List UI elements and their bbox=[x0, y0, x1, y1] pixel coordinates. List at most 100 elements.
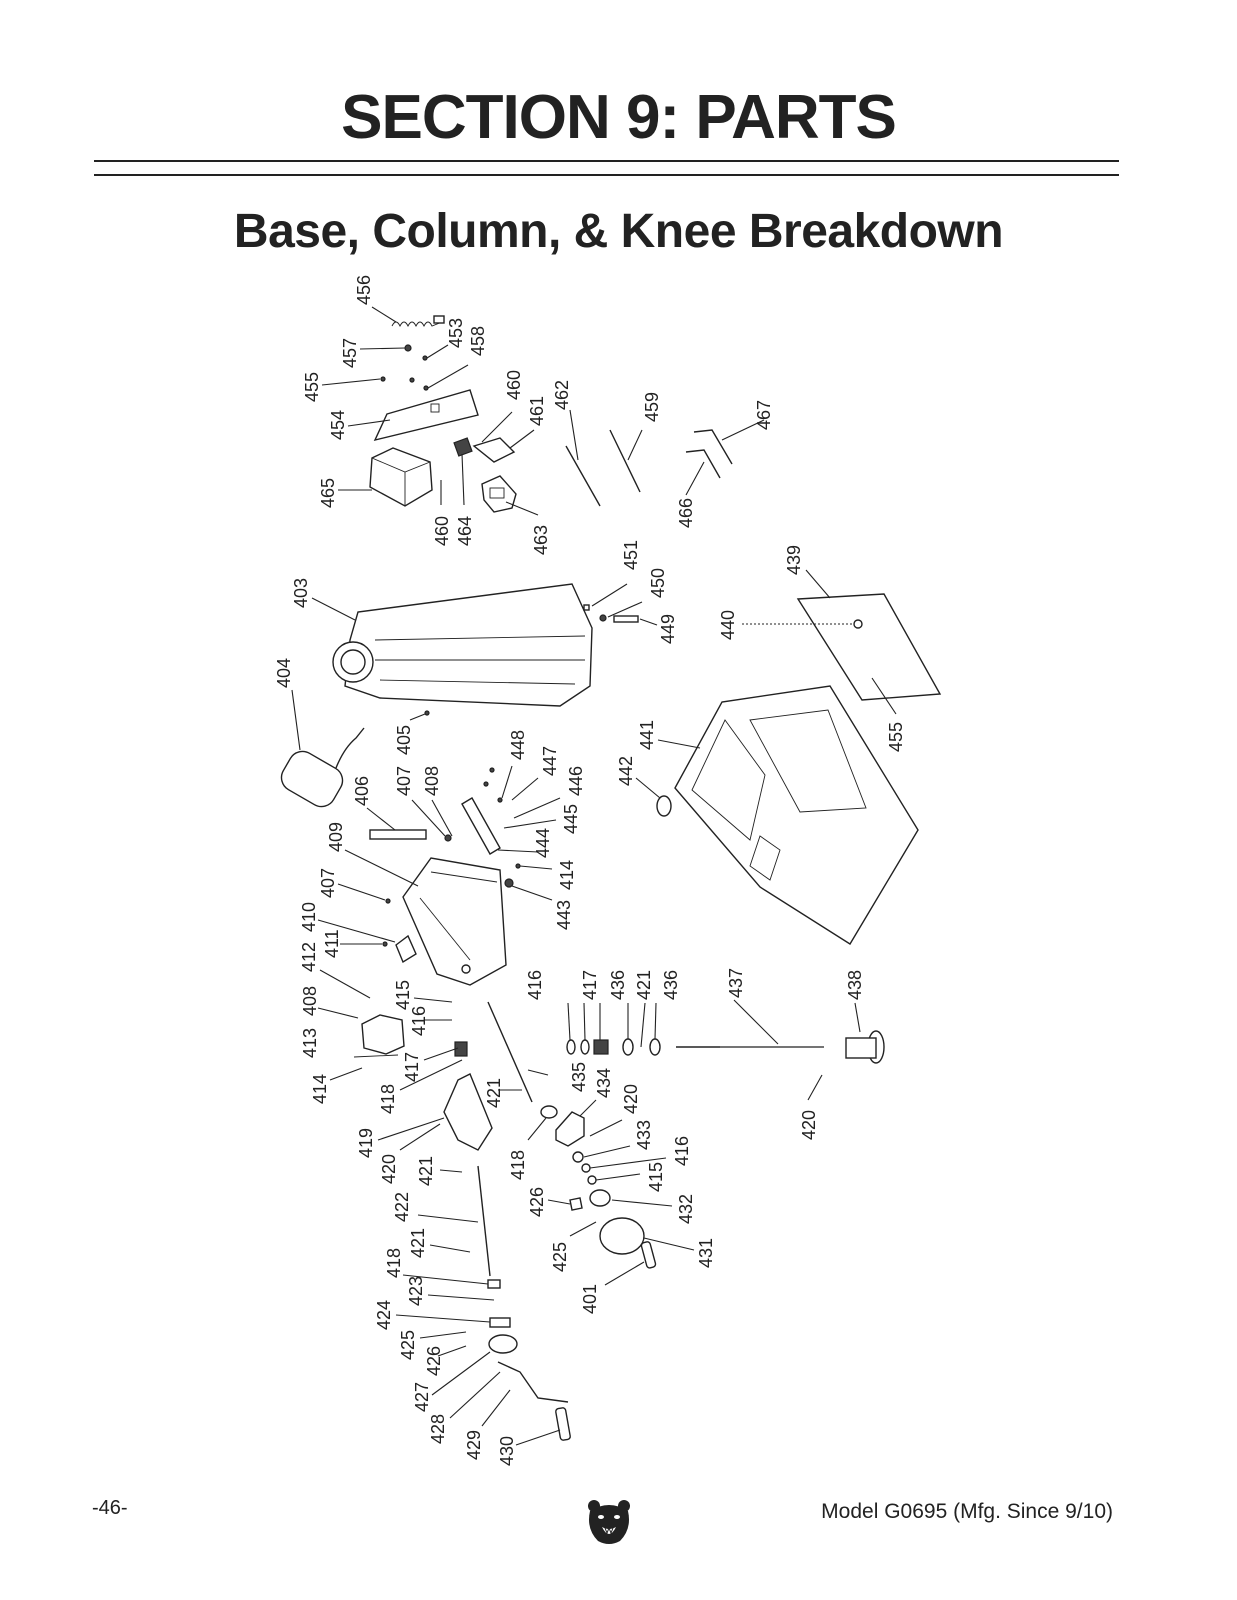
callout-434: 434 bbox=[594, 1068, 614, 1098]
callout-423: 423 bbox=[406, 1276, 426, 1306]
block-413-drawing bbox=[353, 1014, 405, 1058]
callout-416-c: 416 bbox=[672, 1136, 692, 1166]
screw-414-drawing bbox=[515, 863, 521, 869]
knob-426b-drawing bbox=[569, 1197, 583, 1211]
callout-455-b: 455 bbox=[886, 722, 906, 752]
callout-460: 460 bbox=[504, 370, 524, 400]
callout-458: 458 bbox=[468, 326, 488, 356]
callout-442: 442 bbox=[616, 756, 636, 786]
motor-404-drawing bbox=[280, 727, 365, 808]
handle-430-drawing bbox=[555, 1407, 571, 1441]
callout-416: 416 bbox=[525, 970, 545, 1000]
callout-418-b: 418 bbox=[508, 1150, 528, 1180]
screw-455-drawing bbox=[380, 376, 386, 382]
bracket-438-drawing bbox=[845, 1030, 885, 1064]
callout-425: 425 bbox=[550, 1242, 570, 1272]
callout-418-c: 418 bbox=[384, 1248, 404, 1278]
callout-412: 412 bbox=[299, 942, 319, 972]
callout-444: 444 bbox=[533, 828, 553, 858]
callout-457: 457 bbox=[340, 338, 360, 368]
callout-447: 447 bbox=[540, 746, 560, 776]
coil-cord-drawing bbox=[391, 315, 445, 328]
callout-403: 403 bbox=[291, 578, 311, 608]
callout-466: 466 bbox=[676, 498, 696, 528]
control-plate-454-drawing bbox=[373, 389, 479, 442]
housing-434-drawing bbox=[555, 1111, 585, 1147]
gear-433-drawing bbox=[572, 1151, 584, 1163]
switch-box-465-drawing bbox=[369, 447, 433, 507]
callout-415: 415 bbox=[393, 980, 413, 1010]
bear-logo-icon bbox=[588, 1500, 630, 1544]
callout-414-b: 414 bbox=[310, 1074, 330, 1104]
callout-413: 413 bbox=[300, 1028, 320, 1058]
bearing-417-drawing bbox=[593, 1039, 609, 1055]
callout-419: 419 bbox=[356, 1128, 376, 1158]
model-footer: Model G0695 (Mfg. Since 9/10) bbox=[821, 1500, 1113, 1523]
washer-416b-drawing bbox=[581, 1163, 591, 1173]
plate-410-drawing bbox=[395, 934, 417, 964]
callout-451: 451 bbox=[621, 540, 641, 570]
callout-459: 459 bbox=[642, 392, 662, 422]
callout-462: 462 bbox=[552, 380, 572, 410]
washer-450-drawing bbox=[599, 614, 607, 622]
callout-426: 426 bbox=[527, 1187, 547, 1217]
callout-428: 428 bbox=[428, 1414, 448, 1444]
screw-458b-drawing bbox=[423, 385, 429, 391]
bearing-436b-drawing bbox=[649, 1038, 661, 1056]
screw-408-drawing bbox=[444, 834, 452, 842]
callout-448: 448 bbox=[508, 730, 528, 760]
callout-427: 427 bbox=[412, 1382, 432, 1412]
leader-lines bbox=[291, 306, 897, 1446]
callout-420-b: 420 bbox=[799, 1110, 819, 1140]
nut-415-drawing bbox=[566, 1039, 576, 1055]
callout-408-b: 408 bbox=[300, 986, 320, 1016]
callout-441: 441 bbox=[637, 720, 657, 750]
part-drawings bbox=[280, 315, 942, 1441]
callout-405: 405 bbox=[394, 725, 414, 755]
callout-430: 430 bbox=[497, 1436, 517, 1466]
callout-454: 454 bbox=[328, 410, 348, 440]
dial-427-drawing bbox=[488, 1334, 518, 1354]
callout-420: 420 bbox=[621, 1084, 641, 1114]
callout-408: 408 bbox=[422, 766, 442, 796]
screw-411-drawing bbox=[382, 941, 388, 947]
handle-401-drawing bbox=[640, 1241, 657, 1269]
header-rule-top bbox=[94, 160, 1119, 162]
base-441-drawing bbox=[674, 685, 919, 945]
callout-436-b: 436 bbox=[661, 970, 681, 1000]
callout-449: 449 bbox=[658, 614, 678, 644]
callout-404: 404 bbox=[274, 658, 294, 688]
callout-422: 422 bbox=[392, 1192, 412, 1222]
callout-415-b: 415 bbox=[646, 1162, 666, 1192]
callout-431: 431 bbox=[696, 1238, 716, 1268]
callout-450: 450 bbox=[648, 568, 668, 598]
cover-plate-439-drawing bbox=[796, 593, 942, 701]
callout-464: 464 bbox=[455, 516, 475, 546]
wire-459-drawing bbox=[609, 429, 641, 493]
screw-451-drawing bbox=[583, 604, 590, 611]
callout-401: 401 bbox=[580, 1284, 600, 1314]
callout-labels: 456 457 453 458 455 454 460 461 462 459 … bbox=[274, 275, 906, 1466]
callout-461: 461 bbox=[527, 396, 547, 426]
callout-426-b: 426 bbox=[424, 1346, 444, 1376]
bracket-419-drawing bbox=[443, 1073, 493, 1151]
screw-448-drawing bbox=[497, 797, 503, 803]
callout-460-b: 460 bbox=[432, 516, 452, 546]
callout-467: 467 bbox=[754, 400, 774, 430]
callout-436: 436 bbox=[608, 970, 628, 1000]
callout-440: 440 bbox=[718, 610, 738, 640]
terminal-464-drawing bbox=[453, 437, 473, 457]
screw-458a-drawing bbox=[409, 377, 415, 383]
handwheel-431-drawing bbox=[599, 1217, 645, 1255]
header-rule-bottom bbox=[94, 174, 1119, 176]
callout-424: 424 bbox=[374, 1300, 394, 1330]
callout-407-b: 407 bbox=[318, 868, 338, 898]
crank-428-drawing bbox=[497, 1361, 569, 1403]
bearing-436a-drawing bbox=[622, 1038, 634, 1056]
callout-425-b: 425 bbox=[398, 1330, 418, 1360]
callout-421-b: 421 bbox=[484, 1078, 504, 1108]
screw-447-drawing bbox=[489, 767, 495, 773]
callout-416-b: 416 bbox=[409, 1006, 429, 1036]
callout-418: 418 bbox=[378, 1084, 398, 1114]
